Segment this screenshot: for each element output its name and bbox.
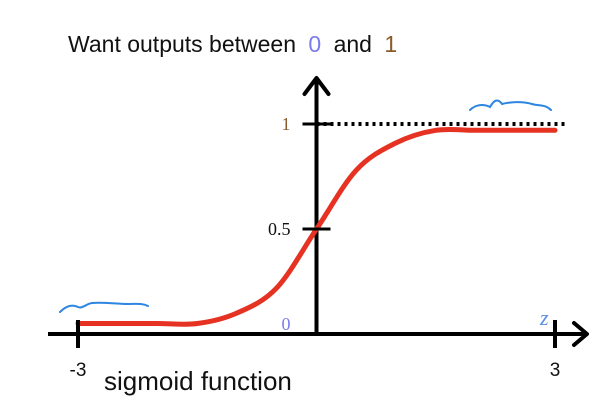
- high-annotation-squiggle: [469, 99, 552, 111]
- x-axis-label: z: [539, 305, 549, 330]
- title-zero: 0: [308, 31, 321, 57]
- y-tick-label: 1: [282, 114, 291, 134]
- chart-title: Want outputs between 0 and 1: [68, 31, 397, 57]
- y-tick-label: 0.5: [268, 219, 291, 239]
- title-prefix: Want outputs between: [68, 31, 296, 57]
- y-axis-arrowhead: [302, 76, 331, 96]
- x-ticks: -3 3: [70, 320, 561, 381]
- y-tick-label: 0: [282, 314, 291, 334]
- caption-text: sigmoid function: [104, 366, 292, 396]
- x-tick-label: -3: [70, 360, 87, 381]
- title-one: 1: [384, 31, 397, 57]
- low-annotation-squiggle: [59, 301, 149, 313]
- x-tick-label: 3: [550, 360, 561, 381]
- y-ticks: 00.51: [268, 114, 331, 334]
- x-axis-arrowhead: [572, 321, 589, 347]
- y-axis: [302, 76, 331, 334]
- title-conjunction: and: [334, 31, 372, 57]
